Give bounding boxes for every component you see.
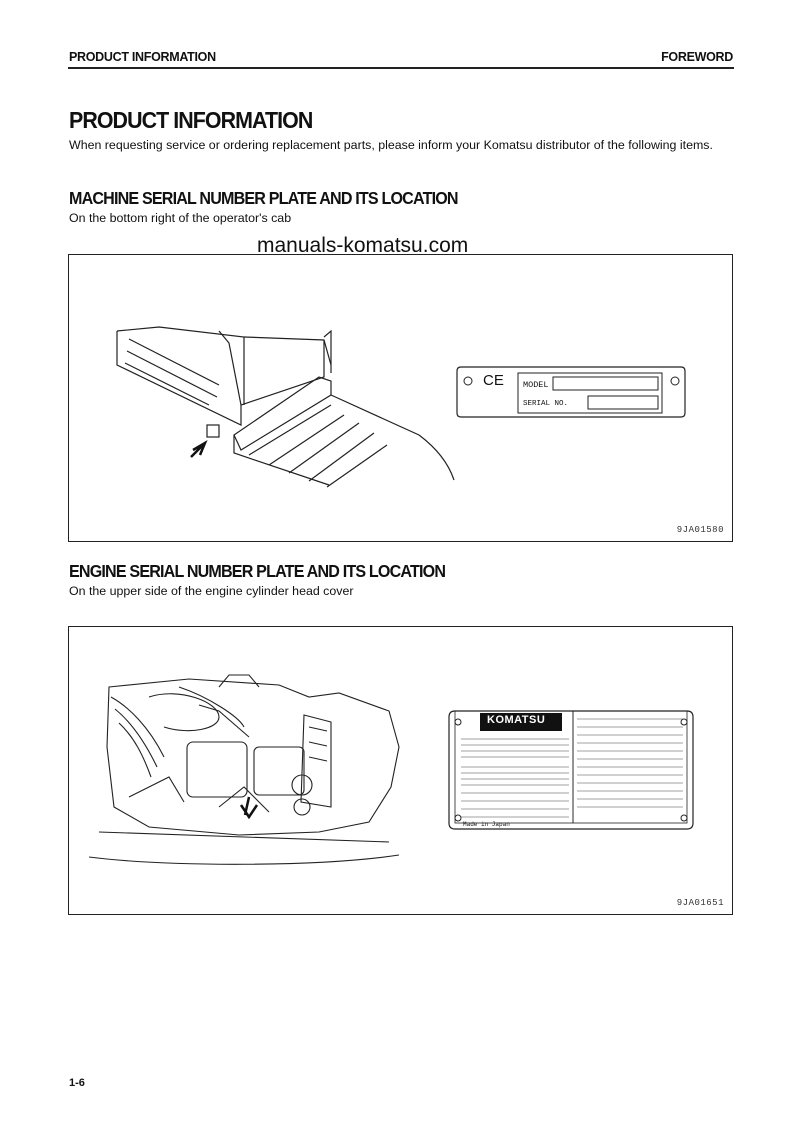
machine-cab-illustration — [116, 326, 686, 488]
section-subtext-machine-plate: On the bottom right of the operator's ca… — [69, 211, 292, 225]
ce-mark: CE — [483, 372, 504, 389]
plate-brand: KOMATSU — [487, 714, 546, 726]
section-heading-engine-plate: ENGINE SERIAL NUMBER PLATE AND ITS LOCAT… — [69, 561, 446, 581]
page-title: PRODUCT INFORMATION — [69, 107, 313, 133]
plate-origin: Made in Japan — [463, 821, 510, 828]
running-header-section: PRODUCT INFORMATION — [69, 50, 216, 64]
header-rule — [68, 67, 734, 69]
intro-paragraph: When requesting service or ordering repl… — [69, 138, 713, 152]
plate-model-label: MODEL — [523, 380, 549, 390]
figure-code-2: 9JA01651 — [676, 898, 724, 908]
figure-engine-plate: KOMATSU Made in Japan 9JA01651 — [68, 626, 733, 915]
section-heading-machine-plate: MACHINE SERIAL NUMBER PLATE AND ITS LOCA… — [69, 188, 459, 208]
figure-code-1: 9JA01580 — [676, 525, 724, 535]
engine-serial-plate — [448, 710, 694, 830]
figure-machine-plate: CE MODEL SERIAL NO. 9JA01580 — [68, 254, 733, 542]
plate-serial-label: SERIAL NO. — [523, 400, 569, 408]
machine-serial-plate — [456, 366, 686, 418]
watermark: manuals-komatsu.com — [257, 234, 469, 257]
page-number: 1-6 — [69, 1077, 85, 1089]
section-subtext-engine-plate: On the upper side of the engine cylinder… — [69, 584, 354, 598]
running-header-chapter: FOREWORD — [661, 50, 733, 64]
engine-illustration — [88, 674, 694, 865]
